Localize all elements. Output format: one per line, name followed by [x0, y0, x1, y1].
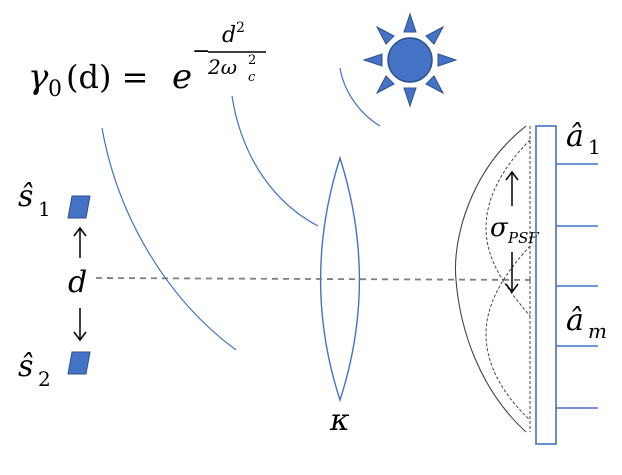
formula-exp-sign: − [192, 39, 210, 64]
psf-source-1 [485, 139, 531, 317]
psf-label-sigma: σ [490, 213, 509, 243]
detector-pixel-leads [556, 163, 598, 409]
source-label-s2: ŝ [18, 349, 33, 384]
arrow-up-head [73, 226, 87, 237]
source-square-icon [67, 351, 91, 375]
formula-gamma: γ [28, 57, 49, 97]
mode-label-a1: â [566, 119, 584, 154]
mode-label-a1-sub: 1 [588, 135, 601, 159]
detector-array-icon [535, 125, 557, 445]
optical-axis [95, 277, 537, 281]
sun-icon [362, 12, 458, 108]
mode-label-am-sub: m [588, 319, 607, 343]
wavefront-arcs [101, 67, 381, 351]
source-label-s2-sub: 2 [38, 367, 51, 391]
psf-source-2 [485, 245, 531, 421]
formula-exp-den-sub: c [248, 70, 256, 85]
source-label-s1: ŝ [18, 179, 33, 214]
psf-envelope [454, 125, 527, 433]
wavefront-arc-inner [339, 67, 381, 127]
coherence-formula: γ 0 (d) = e − d 2 2ω c 2 [28, 20, 266, 102]
psf-arrow-down-head [505, 283, 519, 294]
wavefront-arc-middle [231, 95, 319, 227]
source-square-icon [67, 195, 91, 219]
psf-width-arrows [505, 170, 519, 294]
formula-exp-num-sup: 2 [236, 20, 245, 36]
mode-label-am: â [566, 303, 584, 338]
formula-exp-den-sup: 2 [248, 53, 256, 68]
psf-label-sigma-sub: PSF [507, 229, 539, 247]
psf-arrow-up-head [505, 170, 519, 181]
separation-arrows [73, 226, 87, 342]
source-label-s1-sub: 1 [38, 197, 51, 221]
formula-arg: (d) = [66, 58, 148, 96]
separation-label-d: d [68, 265, 87, 300]
formula-exp-den: 2ω [207, 55, 237, 79]
formula-base-e: e [172, 57, 192, 97]
formula-gamma-sub: 0 [48, 77, 62, 102]
arrow-down-head [73, 331, 87, 342]
lens-icon [319, 155, 361, 403]
lens-label-kappa: κ [329, 403, 350, 438]
formula-exp-num: d [222, 23, 236, 48]
wavefront-arc-outer [101, 127, 237, 351]
psf-curves [454, 125, 531, 433]
